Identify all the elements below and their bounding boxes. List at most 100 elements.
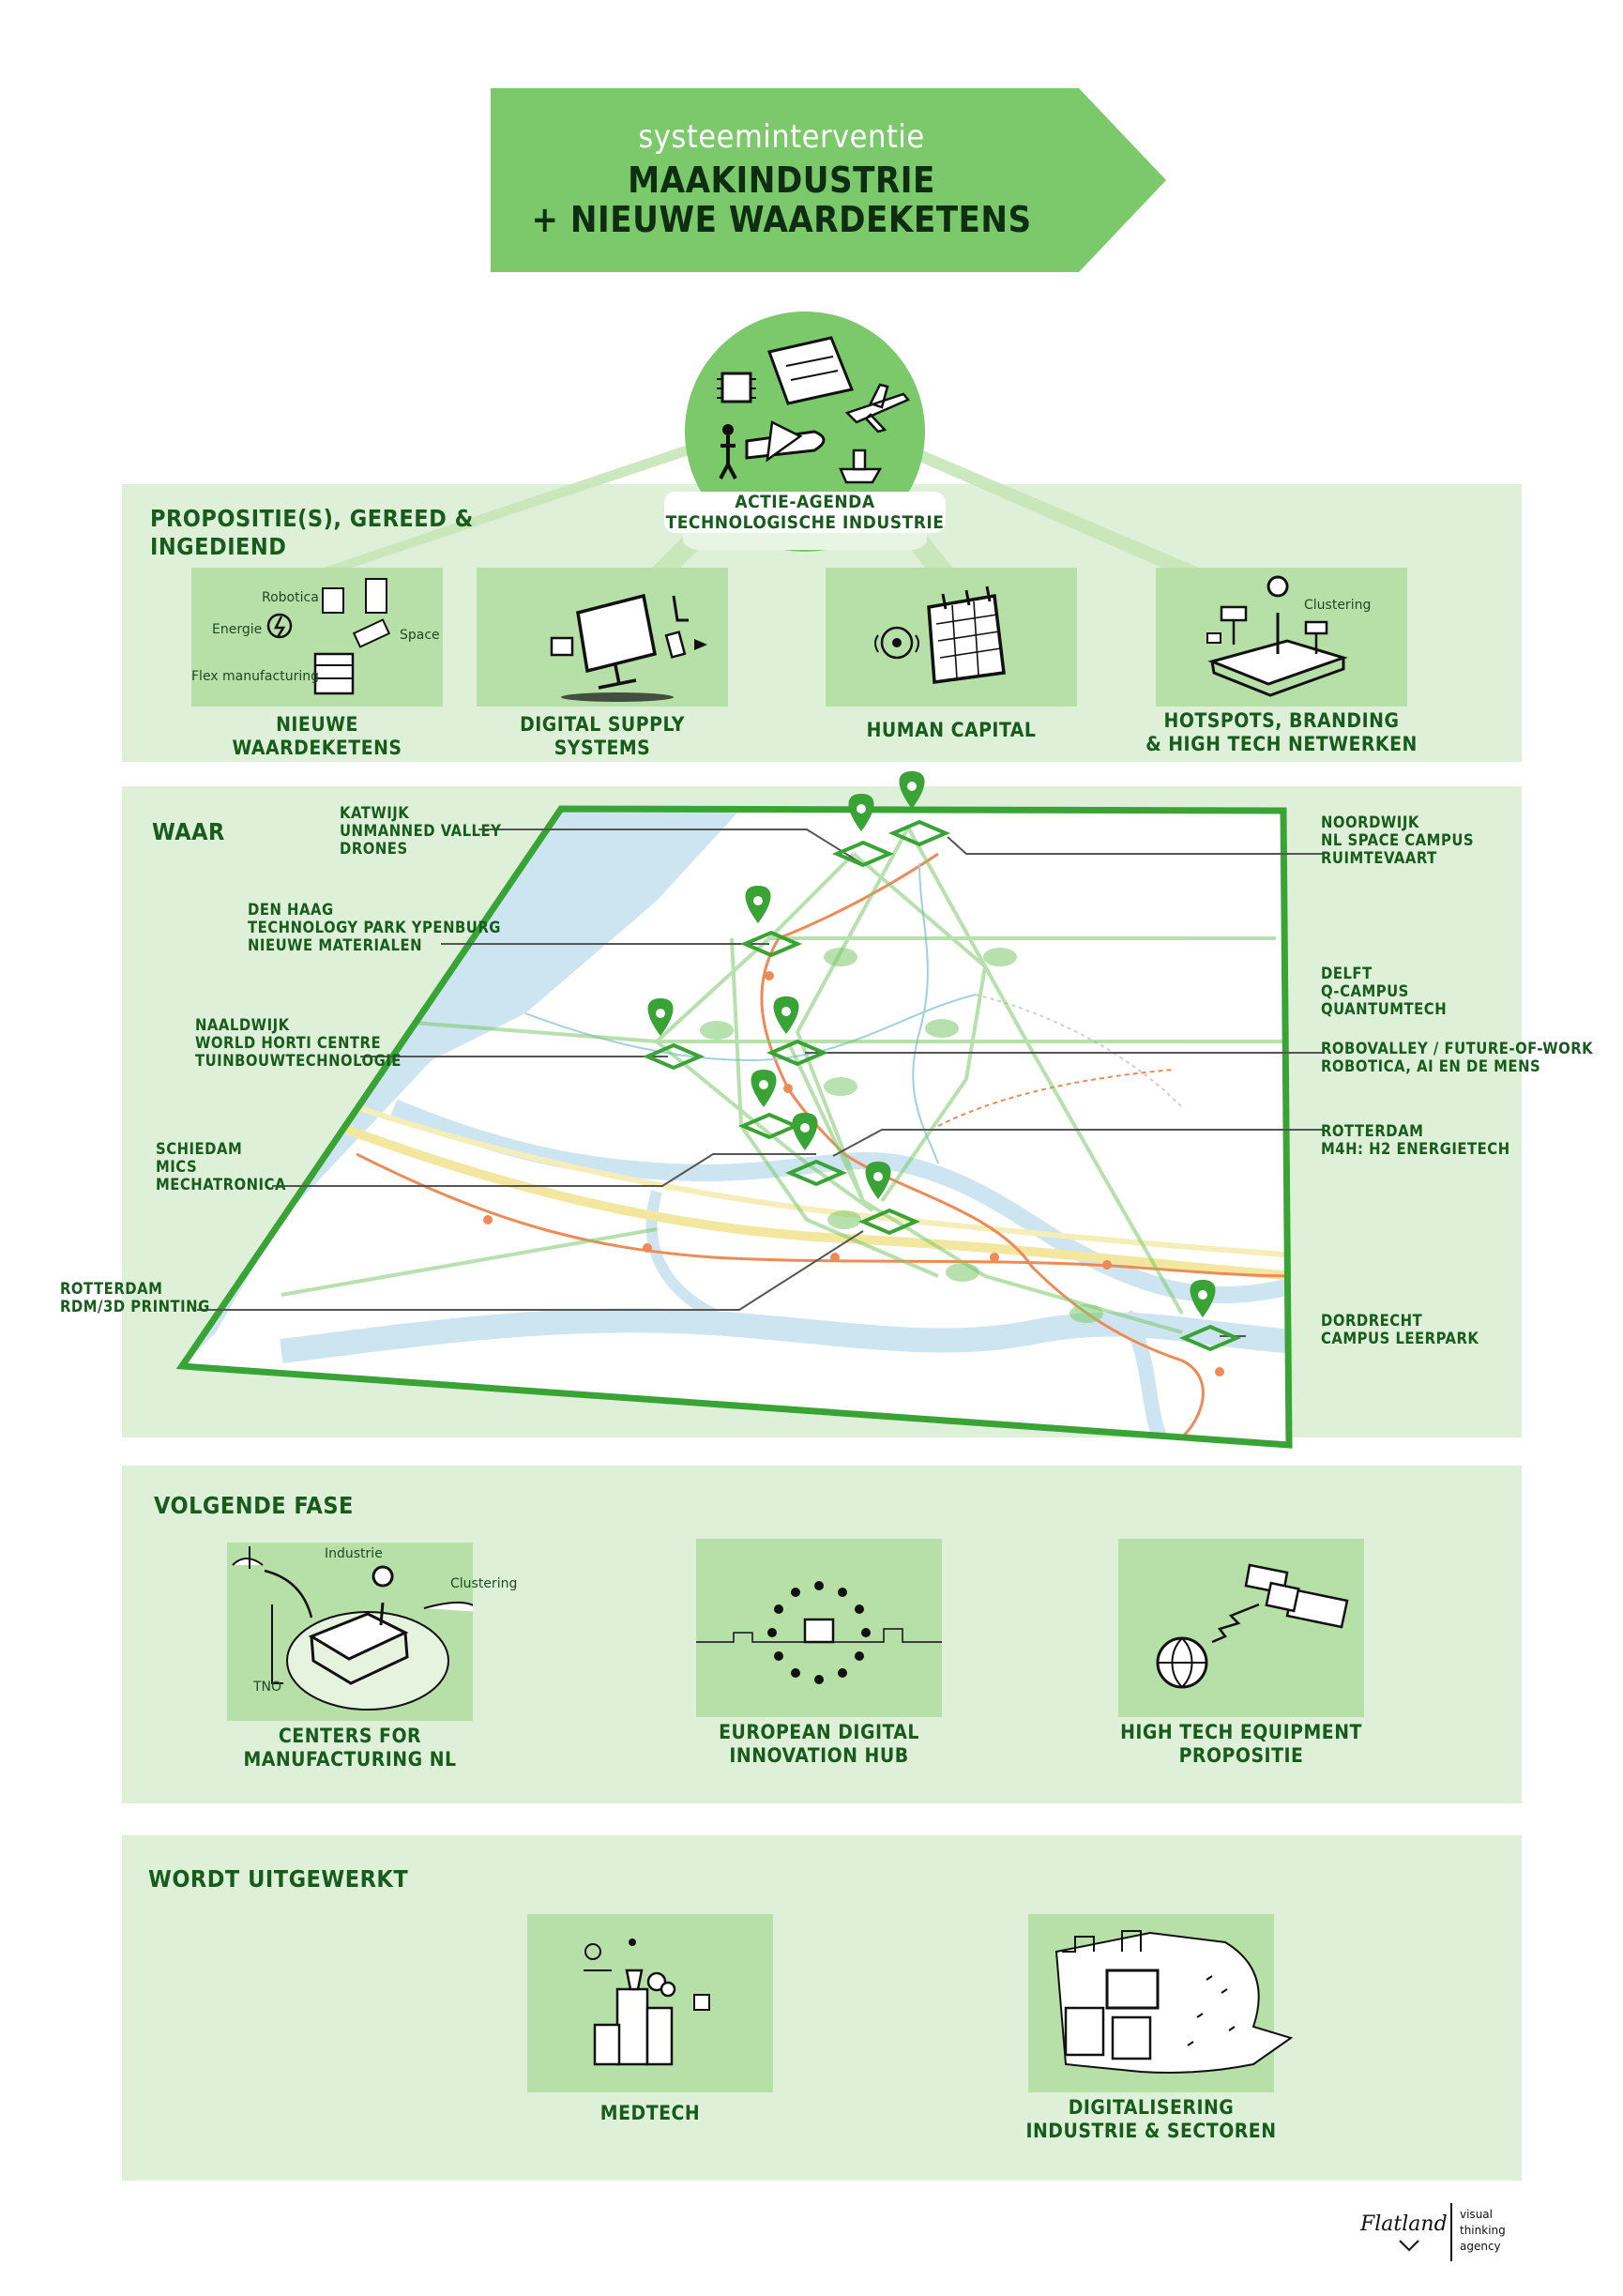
card-digitalisering[interactable] <box>1028 1914 1294 2092</box>
card-label-line-1: CENTERS FOR <box>278 1725 422 1747</box>
pin-schiedam <box>737 1070 801 1140</box>
card-label-line-2: SYSTEMS <box>554 737 651 759</box>
card-label-line-2: INDUSTRIE & SECTOREN <box>1025 2120 1277 2142</box>
tagline-2: thinking <box>1460 2224 1506 2237</box>
card-medtech-label: MEDTECH <box>527 2102 773 2125</box>
pin-den-haag <box>739 886 803 958</box>
volgende-fase-title: VOLGENDE FASE <box>154 1492 354 1519</box>
card-digital-supply-systems-label: DIGITAL SUPPLY SYSTEMS <box>477 713 728 760</box>
pin-noordwijk <box>887 771 951 847</box>
card-label-line-2: WAARDEKETENS <box>232 737 402 759</box>
highway-a15 <box>336 1121 1289 1281</box>
network-hubs <box>700 948 1103 1323</box>
logo-tagline: visual thinking agency <box>1460 2207 1506 2255</box>
clustering-label: Clustering <box>450 1576 518 1591</box>
calendar-icon <box>874 585 1006 684</box>
card-digitalisering-label: DIGITALISERING INDUSTRIE & SECTOREN <box>991 2096 1312 2143</box>
card-nieuwe-waardeketens[interactable]: Robotica Energie Space Flex manufacturin… <box>191 568 443 707</box>
card-label-line-2: PROPOSITIE <box>1178 1744 1304 1767</box>
energie-label: Energie <box>212 622 263 637</box>
label-den-haag: DEN HAAG TECHNOLOGY PARK YPENBURG NIEUWE… <box>248 901 501 954</box>
card-label-line-1: DIGITALISERING <box>1068 2096 1235 2119</box>
label-rotterdam-m4h: ROTTERDAM M4H: H2 ENERGIETECH <box>1321 1122 1510 1158</box>
sea-water <box>182 809 741 1366</box>
pin-rotterdam-rdm <box>857 1162 921 1236</box>
actie-agenda-hub: ACTIE-AGENDA TECHNOLOGISCHE INDUSTRIE <box>664 310 946 554</box>
card-human-capital-label: HUMAN CAPITAL <box>826 719 1077 742</box>
medtech-buildings-icon <box>584 1939 710 2066</box>
title-subtitle: systeeminterventie <box>638 118 925 156</box>
proposities-title-line-1: PROPOSITIE(S), GEREED & <box>150 505 474 532</box>
network-connections <box>281 827 1289 1334</box>
uitgewerkt-title: WORDT UITGEWERKT <box>148 1865 409 1893</box>
card-hotspots[interactable]: Clustering <box>1156 568 1407 707</box>
card-digital-supply-systems[interactable] <box>477 568 728 707</box>
label-noordwijk: NOORDWIJK NL SPACE CAMPUS RUIMTEVAART <box>1321 813 1475 867</box>
title-line-2: + NIEUWE WAARDEKETENS <box>531 199 1032 240</box>
card-centers-for-manufacturing[interactable]: Industrie Clustering TNO <box>227 1543 517 1721</box>
card-label-line-1: MEDTECH <box>599 2102 701 2124</box>
rail-stations <box>483 971 1224 1376</box>
proposities-title: PROPOSITIE(S), GEREED & INGEDIEND <box>150 505 474 561</box>
title-arrow-shape <box>491 88 1166 272</box>
pin-katwijk <box>831 794 895 868</box>
card-label-line-1: DIGITAL SUPPLY <box>520 713 685 736</box>
tagline-1: visual <box>1460 2208 1493 2221</box>
card-label-line-1: HOTSPOTS, BRANDING <box>1163 709 1400 732</box>
hub-label-line-1: ACTIE-AGENDA <box>735 492 875 512</box>
railway-line <box>356 1152 1289 1278</box>
card-hotspots-label: HOTSPOTS, BRANDING & HIGH TECH NETWERKEN <box>1118 709 1445 756</box>
location-markers <box>642 771 1242 1352</box>
card-centers-for-manufacturing-label: CENTERS FOR MANUFACTURING NL <box>208 1725 492 1771</box>
card-label-line-1: NIEUWE <box>276 713 358 736</box>
manufacturing-cluster-icon <box>232 1546 473 1711</box>
flatland-logo: Flatland visual thinking agency <box>1360 2203 1548 2267</box>
pin-dordrecht <box>1178 1280 1242 1352</box>
tno-label: TNO <box>253 1680 282 1695</box>
card-label-line-1: EUROPEAN DIGITAL <box>719 1721 919 1743</box>
pin-rotterdam-m4h <box>784 1113 848 1187</box>
pin-delft <box>766 996 829 1067</box>
card-human-capital[interactable] <box>826 568 1077 707</box>
card-label-line-2: MANUFACTURING NL <box>243 1748 457 1771</box>
map-border <box>175 805 1293 1449</box>
label-dordrecht: DORDRECHT CAMPUS LEERPARK <box>1321 1312 1479 1347</box>
hotspot-platform-icon <box>1206 575 1348 697</box>
card-high-tech-equipment[interactable] <box>1118 1539 1364 1717</box>
clustering-label: Clustering <box>1304 598 1372 613</box>
highway-a20 <box>356 1104 1289 1258</box>
pin-naaldwijk <box>642 998 705 1071</box>
eu-star-ring <box>767 1581 871 1684</box>
card-european-digital-innovation-hub[interactable] <box>696 1539 942 1717</box>
card-nieuwe-waardeketens-label: NIEUWE WAARDEKETENS <box>191 713 443 760</box>
card-european-digital-innovation-hub-label: EUROPEAN DIGITAL INNOVATION HUB <box>659 1721 979 1768</box>
logo-check-icon <box>1399 2240 1419 2252</box>
label-naaldwijk: NAALDWIJK WORLD HORTI CENTRE TUINBOUWTEC… <box>195 1016 402 1070</box>
satellite-globe-icon <box>1156 1563 1349 1689</box>
title-banner: systeeminterventie MAAKINDUSTRIE + NIEUW… <box>491 88 1166 272</box>
label-schiedam: SCHIEDAM MICS MECHATRONICA <box>156 1140 286 1194</box>
card-label-line-2: & HIGH TECH NETWERKEN <box>1145 733 1418 755</box>
flex-manufacturing-label: Flex manufacturing <box>191 669 319 684</box>
card-high-tech-equipment-label: HIGH TECH EQUIPMENT PROPOSITIE <box>1081 1721 1402 1768</box>
metro-line <box>937 1069 1174 1127</box>
proposities-title-line-2: INGEDIEND <box>150 533 287 560</box>
label-katwijk: KATWIJK UNMANNED VALLEY DRONES <box>340 804 502 858</box>
digital-transformation-icon <box>1054 1930 1294 2074</box>
hub-label-line-2: TECHNOLOGISCHE INDUSTRIE <box>665 512 945 533</box>
value-chain-icon <box>266 578 391 695</box>
waar-title: WAAR <box>152 818 225 845</box>
logo-divider <box>1450 2203 1452 2261</box>
hub-label: ACTIE-AGENDA TECHNOLOGISCHE INDUSTRIE <box>664 492 946 533</box>
river-dordrecht <box>1119 1309 1171 1445</box>
title-line-1: MAAKINDUSTRIE <box>628 160 935 201</box>
monitor-icon <box>550 593 707 702</box>
industrie-label: Industrie <box>325 1546 383 1561</box>
eu-stars-icon <box>696 1581 942 1684</box>
uitgewerkt-panel <box>122 1835 1522 2181</box>
logo-wordmark: Flatland <box>1360 2212 1448 2236</box>
card-medtech[interactable] <box>527 1914 773 2092</box>
space-label: Space <box>400 628 440 643</box>
label-delft: DELFT Q-CAMPUS QUANTUMTECH <box>1321 965 1448 1018</box>
label-rotterdam-rdm: ROTTERDAM RDM/3D PRINTING <box>60 1280 210 1315</box>
